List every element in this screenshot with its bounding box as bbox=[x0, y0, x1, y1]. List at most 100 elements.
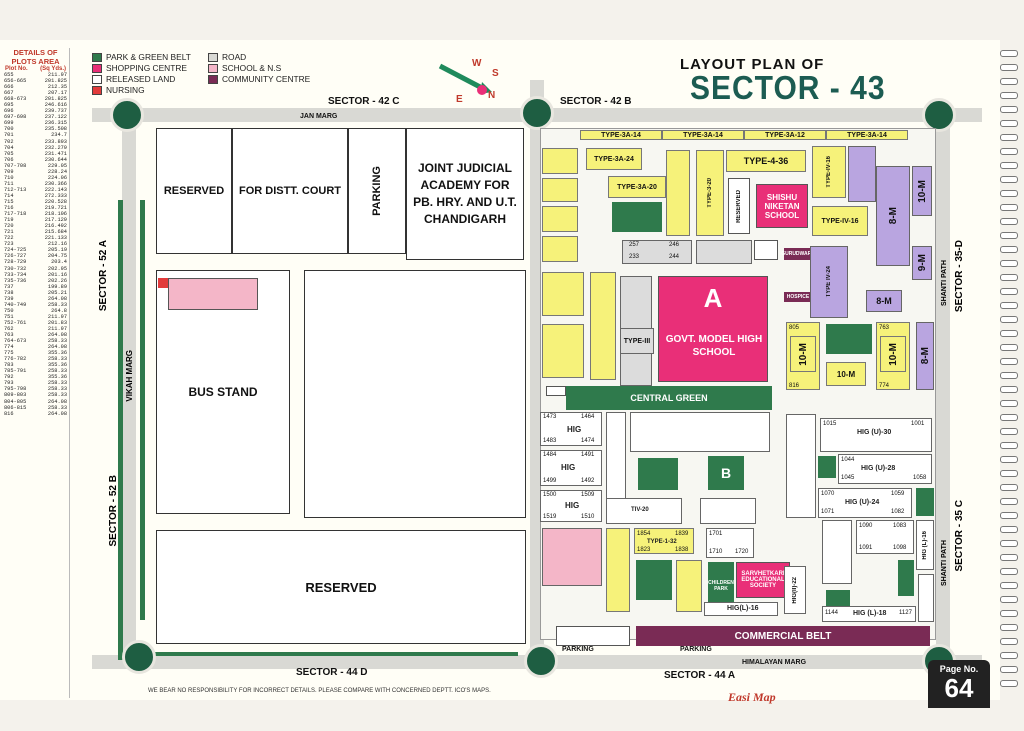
spiral-coil bbox=[1000, 568, 1018, 575]
table-cell-area: 264.08 bbox=[47, 344, 67, 351]
table-cell-plot: 716 bbox=[4, 205, 14, 212]
table-cell-area: 205.19 bbox=[47, 247, 67, 254]
table-cell-plot: 751 bbox=[4, 313, 14, 320]
commercial-units bbox=[556, 626, 630, 646]
block-hig-1473: 1473 1464 HIG 1483 1474 bbox=[540, 412, 602, 446]
block-930-925 bbox=[546, 386, 566, 396]
block-type-1-32-b bbox=[676, 560, 702, 612]
plot-no: 233 bbox=[629, 254, 640, 260]
block-1090-1083: 1090 1083 1091 1098 bbox=[856, 520, 914, 554]
block-8-m-a: 8-M bbox=[876, 166, 910, 266]
road-label-sector-35c: SECTOR - 35 C bbox=[954, 500, 965, 572]
hig-label: HIG bbox=[565, 501, 580, 510]
legend-swatch bbox=[208, 52, 218, 62]
table-col-area: (Sq Yds.) bbox=[40, 66, 66, 72]
table-cell-area: 264.8 bbox=[51, 307, 67, 314]
park-south-2 bbox=[826, 590, 850, 610]
table-cell-area: 205.21 bbox=[47, 289, 67, 296]
legend-item-released: RELEASED LAND bbox=[92, 74, 175, 84]
legend-swatch bbox=[92, 63, 102, 73]
plot-no: 1083 bbox=[893, 523, 907, 529]
compass-n: N bbox=[488, 90, 495, 101]
plot-no: 1127 bbox=[899, 610, 912, 616]
spiral-coil bbox=[1000, 386, 1018, 393]
road-label-sector-52a: SECTOR - 52 A bbox=[98, 240, 109, 312]
plot-no: 1091 bbox=[859, 545, 873, 551]
table-cell-plot: 700 bbox=[4, 126, 14, 133]
park-south-1 bbox=[636, 560, 672, 600]
road-label-shanti-path-2: SHANTI PATH bbox=[941, 540, 948, 587]
block-hig-u-column bbox=[786, 414, 816, 518]
block-257-246: 257 246 233 244 bbox=[622, 240, 692, 264]
block-hig-l-18: 1144 HIG (L)-18 1127 bbox=[822, 606, 916, 622]
road-label-vikah-marg: VIKAH MARG bbox=[125, 350, 134, 402]
roundabout-nw bbox=[110, 98, 144, 132]
plot-no: 1510 bbox=[581, 514, 595, 520]
plot-no: 816 bbox=[789, 383, 800, 389]
legend-label: SCHOOL & N.S bbox=[222, 63, 282, 73]
table-cell-area: 230.366 bbox=[44, 180, 67, 187]
table-cell-plot: 706 bbox=[4, 156, 14, 163]
spiral-coil bbox=[1000, 652, 1018, 659]
table-cell-area: 224.06 bbox=[47, 174, 67, 181]
road-label-himalayan-marg: HIMALAYAN MARG bbox=[742, 659, 807, 666]
table-cell-area: 201.825 bbox=[44, 96, 67, 103]
spiral-coil bbox=[1000, 302, 1018, 309]
plot-judicial-academy: JOINT JUDICIAL ACADEMY FOR PB. HRY. AND … bbox=[406, 128, 524, 260]
table-cell-area: 221.133 bbox=[44, 235, 67, 242]
plot-no: 1500 bbox=[543, 492, 557, 498]
table-cell-area: 264.08 bbox=[47, 332, 67, 339]
plot-no: 1838 bbox=[675, 547, 689, 553]
plot-no: 1070 bbox=[821, 491, 835, 497]
table-cell-plot: 723 bbox=[4, 241, 14, 248]
table-cell-area: 202.26 bbox=[47, 277, 67, 284]
plot-no: 763 bbox=[879, 325, 890, 331]
table-cell-area: 235.508 bbox=[44, 126, 67, 133]
spiral-coil bbox=[1000, 134, 1018, 141]
table-cell-area: 207.17 bbox=[47, 90, 67, 97]
table-cell-plot: 730-732 bbox=[4, 265, 27, 272]
block-hig-l-16: HIG(L)-16 bbox=[704, 602, 778, 616]
table-cell-area: 264.08 bbox=[47, 398, 67, 405]
plot-no: 1701 bbox=[709, 531, 723, 537]
table-cell-plot: 739 bbox=[4, 295, 14, 302]
legend-label: PARK & GREEN BELT bbox=[106, 52, 191, 62]
block-type-3a-14-b: TYPE-3A-14 bbox=[662, 130, 744, 140]
table-cell-area: 201.825 bbox=[44, 78, 67, 85]
compass-w: W bbox=[472, 58, 482, 69]
table-cell-area: 217.129 bbox=[44, 217, 67, 224]
title-line-1: LAYOUT PLAN OF bbox=[680, 56, 825, 73]
hig-l-16-right-label: HIG (L)-16 bbox=[922, 530, 928, 560]
table-cell-plot: 752-761 bbox=[4, 319, 27, 326]
roundabout-s bbox=[524, 644, 558, 678]
table-cell-area: 211.97 bbox=[47, 72, 67, 78]
block-type-ii-32 bbox=[606, 528, 630, 612]
table-cell-plot: 717-718 bbox=[4, 211, 27, 218]
block-72-60 bbox=[542, 148, 578, 174]
table-cell-plot: 702 bbox=[4, 138, 14, 145]
block-type-3a-14-a: TYPE-3A-14 bbox=[580, 130, 662, 140]
table-cell-area: 212.16 bbox=[47, 241, 67, 248]
table-cell-plot: 809-803 bbox=[4, 392, 27, 399]
table-cell-plot: 719 bbox=[4, 217, 14, 224]
spiral-coil bbox=[1000, 414, 1018, 421]
table-cell-plot: 705 bbox=[4, 150, 14, 157]
spiral-coil bbox=[1000, 596, 1018, 603]
spiral-coil bbox=[1000, 372, 1018, 379]
legend-item-nursing: NURSING bbox=[92, 85, 145, 95]
plot-reserved-bottom: RESERVED bbox=[156, 530, 526, 644]
table-cell-area: 258.33 bbox=[47, 356, 67, 363]
